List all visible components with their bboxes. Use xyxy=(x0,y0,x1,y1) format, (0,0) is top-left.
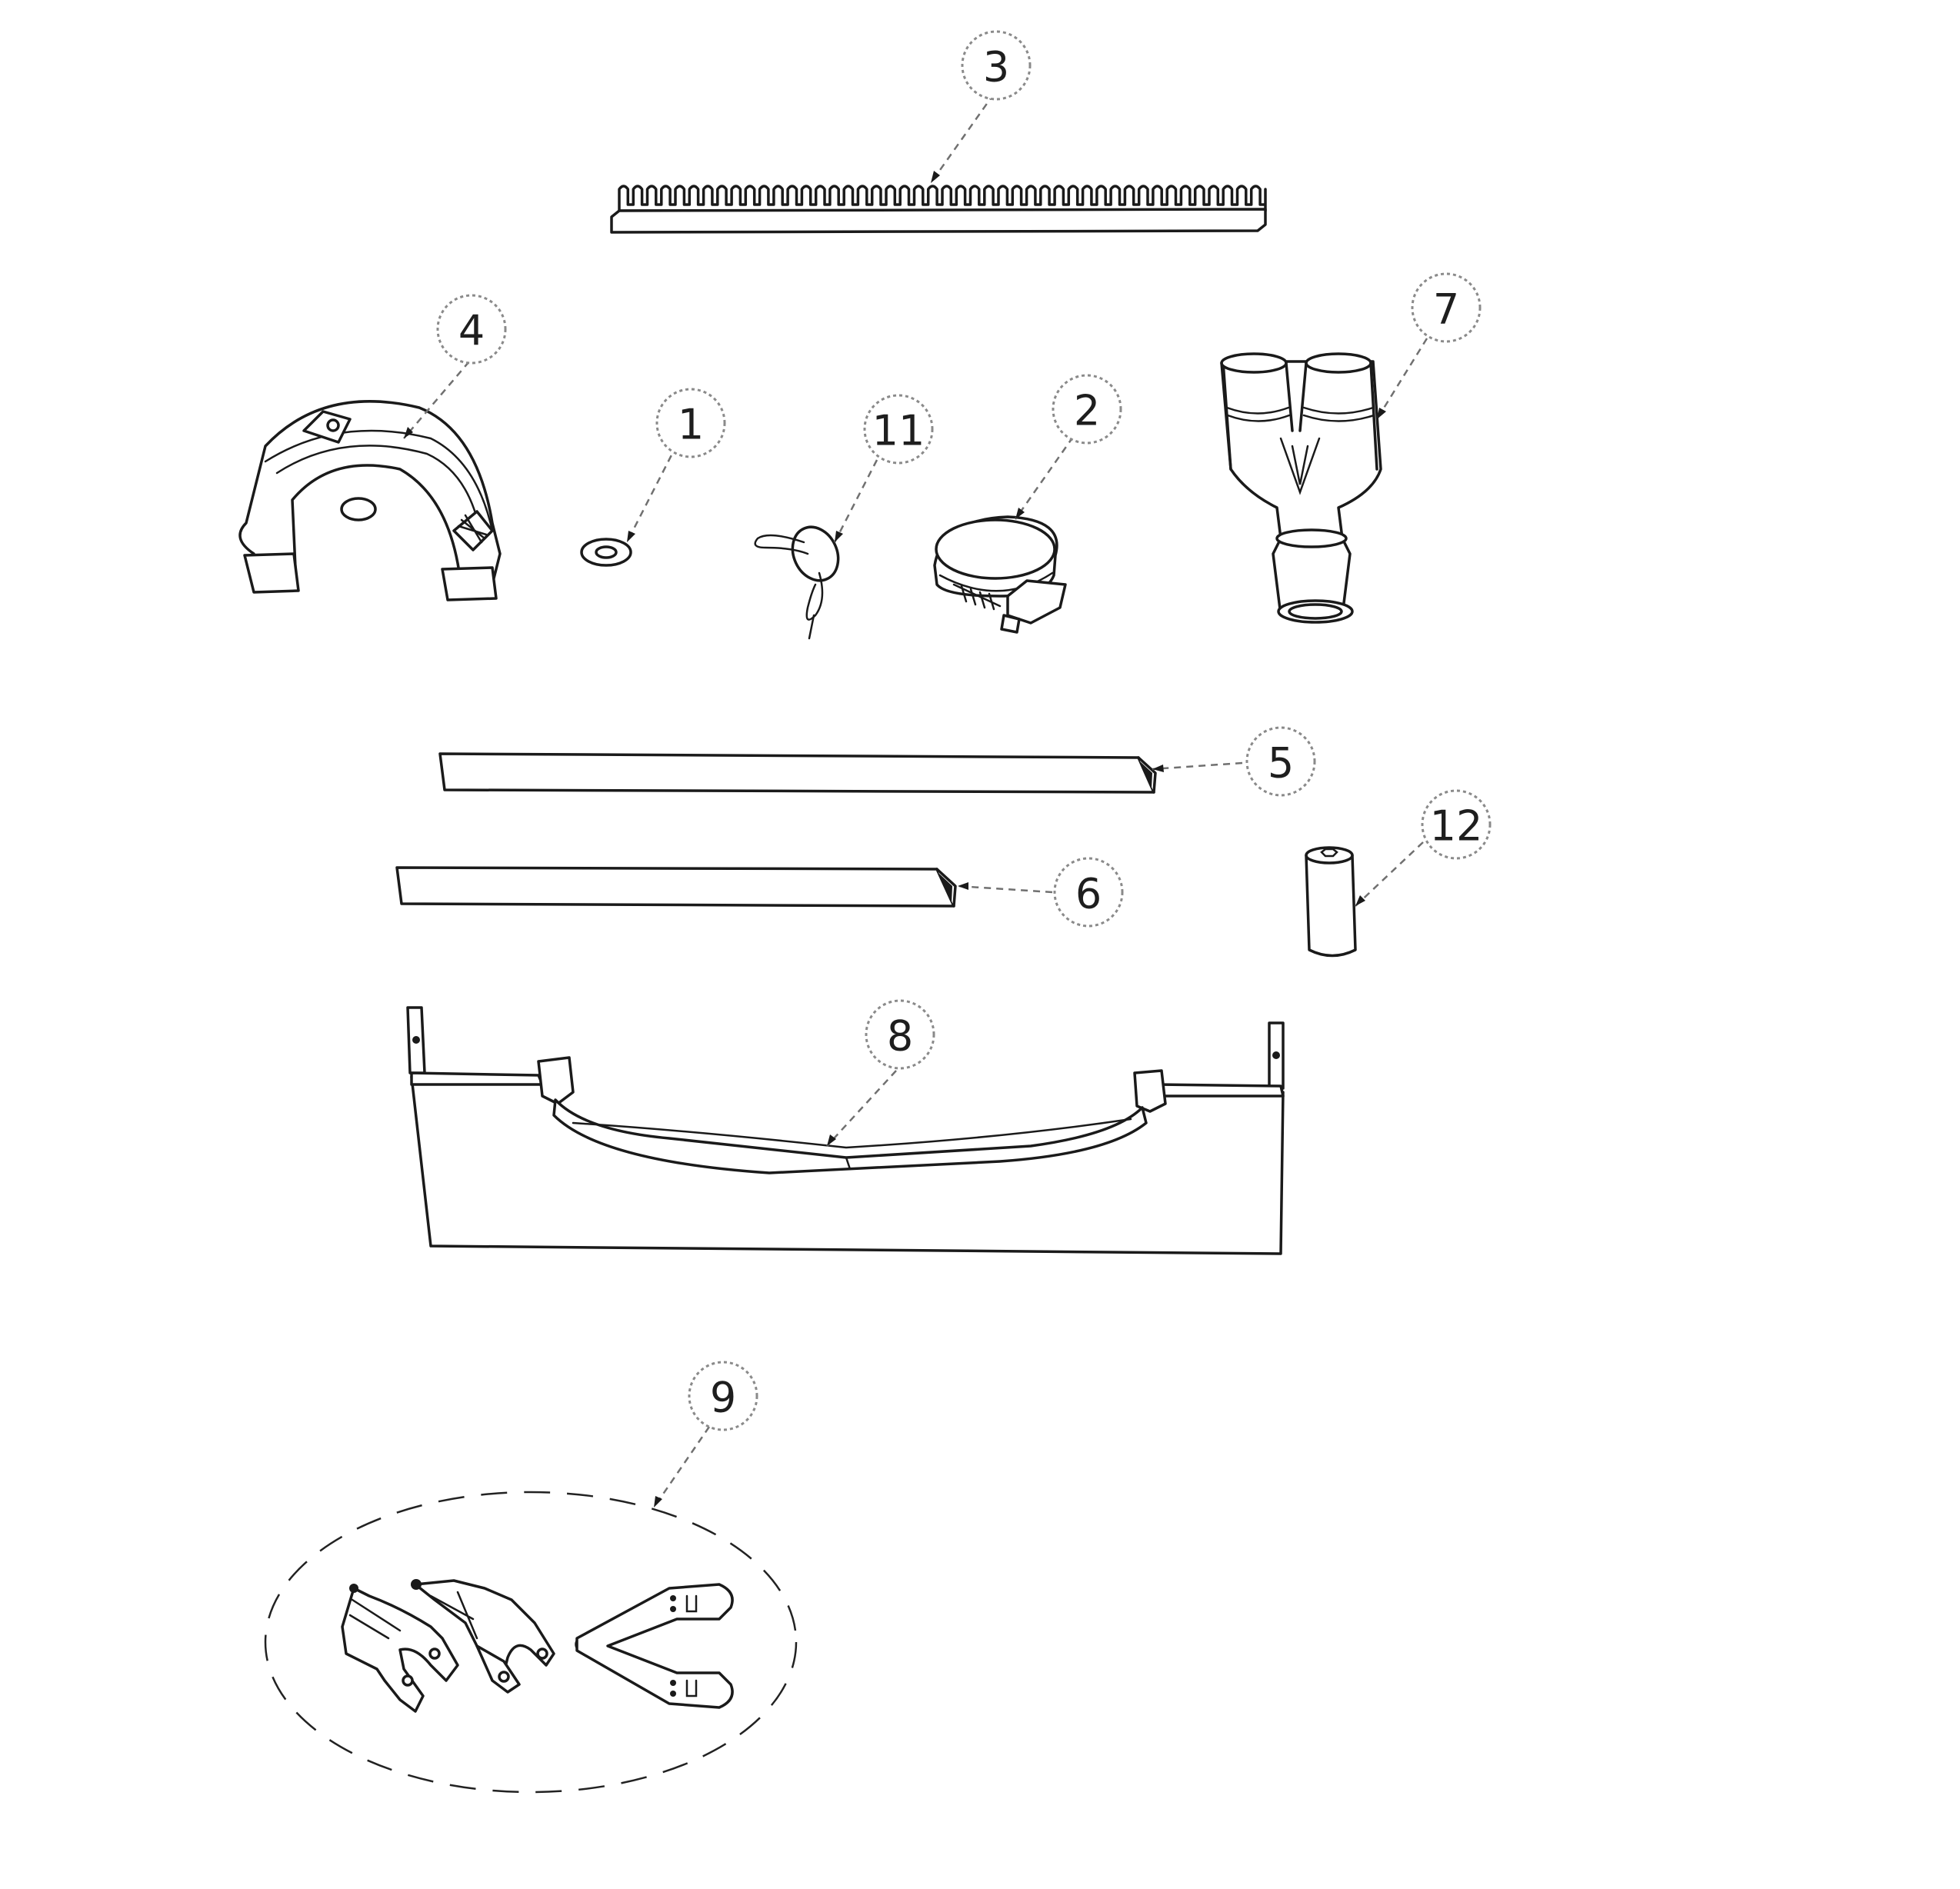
leader-1 xyxy=(625,444,678,543)
callout-label: 4 xyxy=(458,307,485,355)
leader-arrowheads xyxy=(404,171,1386,1508)
leader-2 xyxy=(1014,436,1075,520)
callout-8: 8 xyxy=(865,999,935,1070)
callout-2: 2 xyxy=(1052,374,1122,445)
callout-label: 6 xyxy=(1075,870,1102,918)
callout-5: 5 xyxy=(1245,726,1316,797)
callout-label: 8 xyxy=(887,1012,913,1061)
part-2-hose-clamp xyxy=(933,515,1067,634)
part-12-hex-spacer xyxy=(1305,846,1357,958)
callout-1: 1 xyxy=(655,388,726,458)
leader-4 xyxy=(403,361,470,439)
leader-3 xyxy=(929,93,995,184)
callout-label: 5 xyxy=(1268,739,1294,788)
callout-label: 9 xyxy=(710,1374,736,1422)
part-9-fin-parts-kit xyxy=(264,1491,798,1794)
leader-12 xyxy=(1355,841,1424,907)
leader-5 xyxy=(1152,761,1243,771)
callout-label: 11 xyxy=(872,407,925,455)
part-4-curved-bracket xyxy=(238,400,502,601)
part-5-triangular-strip-long xyxy=(438,752,1157,794)
part-8-panel-assembly xyxy=(406,1006,1285,1255)
part-6-triangular-strip-short xyxy=(395,866,957,908)
callout-9: 9 xyxy=(688,1361,758,1431)
leader-11 xyxy=(833,459,878,543)
leader-lines xyxy=(403,93,1428,1508)
callout-6: 6 xyxy=(1053,857,1124,928)
callout-7: 7 xyxy=(1411,272,1482,343)
part-1-washer-ring xyxy=(580,538,632,567)
callout-label: 7 xyxy=(1433,285,1459,334)
part-7-y-connector xyxy=(1220,352,1382,624)
leader-8 xyxy=(826,1070,897,1147)
leader-6 xyxy=(957,885,1053,894)
callout-3: 3 xyxy=(961,30,1032,101)
callout-12: 12 xyxy=(1421,789,1492,860)
leader-9 xyxy=(652,1426,711,1508)
callout-label: 1 xyxy=(678,401,704,449)
callout-11: 11 xyxy=(863,394,934,465)
part-11-tether-with-disc xyxy=(754,525,840,640)
leader-7 xyxy=(1375,338,1428,420)
callout-label: 2 xyxy=(1074,387,1100,435)
part-3-comb-rail xyxy=(610,185,1267,234)
callout-label: 12 xyxy=(1430,802,1483,851)
callout-4: 4 xyxy=(436,294,507,365)
callout-label: 3 xyxy=(983,43,1009,92)
